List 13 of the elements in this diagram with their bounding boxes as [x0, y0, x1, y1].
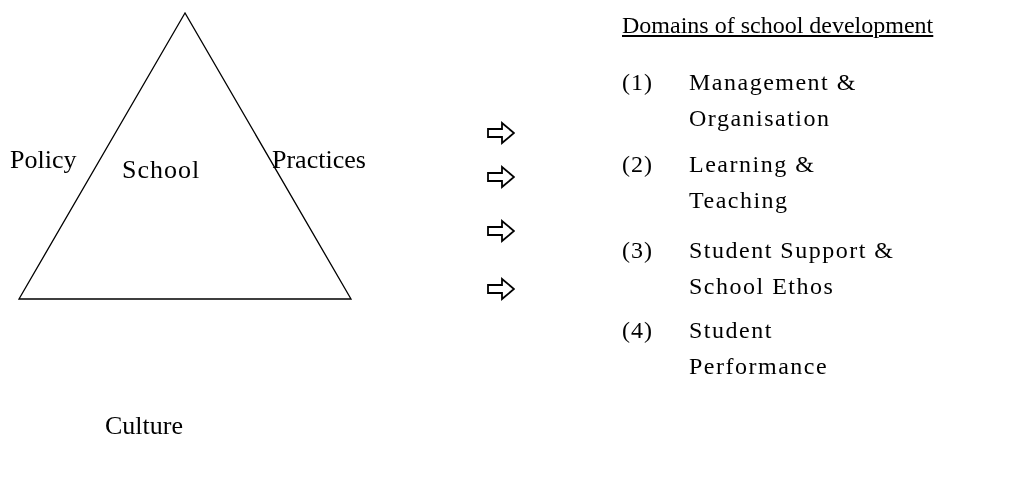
- domain-text: Management & Organisation: [689, 68, 858, 133]
- domain-text: Learning & Teaching: [689, 150, 817, 215]
- list-number: (1): [622, 68, 654, 97]
- list-number: (2): [622, 150, 654, 179]
- side-label: Culture: [105, 410, 183, 442]
- domain-text: Student Performance: [689, 316, 830, 381]
- title: Domains of school development: [622, 11, 934, 40]
- node-label: School: [122, 154, 201, 186]
- side-label: Policy: [10, 144, 77, 176]
- domain-text: Student Support & School Ethos: [689, 236, 896, 301]
- list-number: (3): [622, 236, 654, 265]
- list-number: (4): [622, 316, 654, 345]
- side-label: Practices: [272, 144, 366, 176]
